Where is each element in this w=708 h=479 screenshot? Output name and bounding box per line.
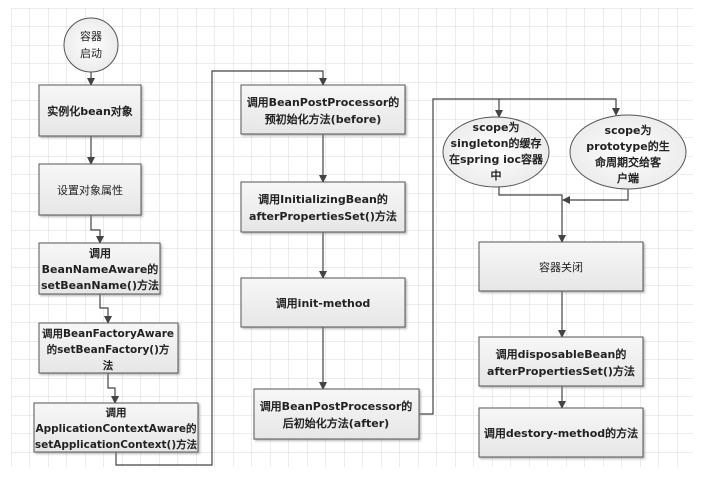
node-text: 实例化bean对象 [47,104,133,118]
arrow-beannameaware-to-beanfactoryaware [99,294,112,324]
node-text: 调用init-method [276,296,371,310]
node-initializing-bean: 调用InitializingBean的 afterPropertiesSet()… [240,181,406,233]
node-text: 调用destory-method的方法 [484,426,638,440]
node-text: 的setBeanFactory()方 [47,343,170,356]
connectors [87,70,629,466]
node-text: 容器关闭 [539,260,583,274]
node-scope-singleton: scope为 singleton的缓存 在spring ioc容器 中 [442,116,550,188]
node-text: 预初始化方法(before) [265,112,382,126]
node-init-method: 调用init-method [240,277,406,328]
arrow-beanfactoryaware-to-appcontextaware [107,373,119,404]
node-text: 命周期交给客 [594,155,662,169]
arrow-singleton-to-close [498,187,566,243]
node-text: 调用InitializingBean的 [258,192,388,206]
node-text: scope为 [605,123,652,137]
arrow-bpp-after-to-scopes [419,98,620,415]
node-text: scope为 [473,120,520,134]
node-text: 调用BeanPostProcessor的 [260,399,413,413]
arrow-prototype-merge [562,189,629,204]
node-text: singleton的缓存 [451,136,542,150]
node-instantiate-bean: 实例化bean对象 [38,84,142,137]
node-text: ApplicationContextAware的 [35,422,196,435]
node-text: 调用 [106,406,127,419]
node-bean-factory-aware: 调用BeanFactoryAware 的setBeanFactory()方 法 [38,322,179,374]
node-text: 容器 [80,29,102,43]
node-destroy-method: 调用destory-method的方法 [478,407,644,458]
node-text: 调用 [89,246,111,260]
node-text: 启动 [80,47,102,60]
node-text: setBeanName()方法 [41,278,159,292]
node-text: 中 [491,168,502,182]
node-text: BeanNameAware的 [42,262,159,276]
arrow-appcontextaware-to-bpp-before [115,70,327,466]
node-text: afterPropertiesSet()方法 [249,209,397,223]
node-text: 调用BeanPostProcessor的 [247,95,400,109]
node-set-properties: 设置对象属性 [38,163,142,216]
node-text: 法 [103,359,114,372]
node-scope-prototype: scope为 prototype的生 命周期交给客 户端 [569,114,687,190]
node-container-start: 容器 启动 [63,17,119,73]
node-text: 在spring ioc容器 [449,152,544,166]
node-text: prototype的生 [586,139,669,153]
node-text: 设置对象属性 [57,183,123,197]
node-bpp-before: 调用BeanPostProcessor的 预初始化方法(before) [240,84,406,135]
node-text: 后初始化方法(after) [283,416,389,430]
node-text: afterPropertiesSet()方法 [487,364,635,378]
arrow-setprops-to-beannameaware [90,215,104,244]
node-container-close: 容器关闭 [478,241,644,292]
node-bean-name-aware: 调用 BeanNameAware的 setBeanName()方法 [38,242,161,295]
node-text: setApplicationContext()方法 [35,438,198,451]
node-application-context-aware: 调用 ApplicationContextAware的 setApplicati… [33,402,199,453]
node-disposable-bean: 调用disposableBean的 afterPropertiesSet()方法 [478,336,644,387]
node-text: 调用disposableBean的 [496,347,627,361]
node-bpp-after: 调用BeanPostProcessor的 后初始化方法(after) [253,388,420,440]
node-text: 户端 [617,171,639,185]
node-text: 调用BeanFactoryAware [42,327,174,340]
